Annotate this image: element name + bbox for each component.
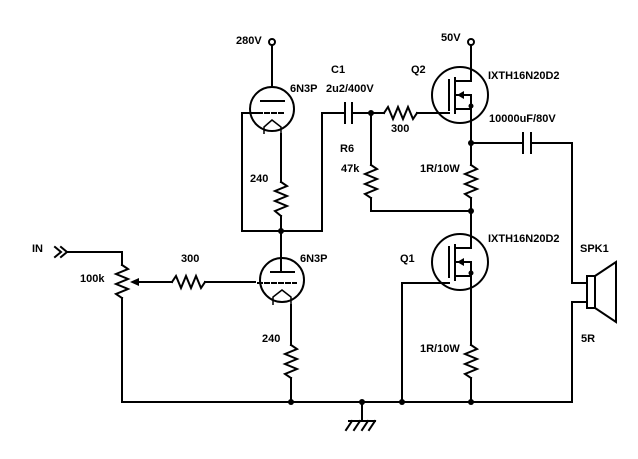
label-r1-lower: 1R/10W xyxy=(420,343,460,355)
r6-resistor xyxy=(362,163,380,200)
upper-triode-tube xyxy=(249,86,295,134)
label-r240-lower: 240 xyxy=(262,333,280,345)
label-r1-upper: 1R/10W xyxy=(420,163,460,175)
r1-lower-resistor xyxy=(462,343,480,380)
label-cap-out: 10000uF/80V xyxy=(489,113,556,125)
supply-50v-terminal xyxy=(467,38,475,73)
label-tube-lower: 6N3P xyxy=(300,253,328,265)
label-280v: 280V xyxy=(236,35,262,47)
label-r300-top: 300 xyxy=(391,123,409,135)
r300-gate-resistor xyxy=(382,104,419,122)
r240-lower-resistor xyxy=(282,343,300,380)
label-q2-part: IXTH16N20D2 xyxy=(488,70,560,82)
label-c1-ref: C1 xyxy=(331,64,345,76)
label-q1-part: IXTH16N20D2 xyxy=(488,233,560,245)
label-r6-ref: R6 xyxy=(340,143,354,155)
label-r300-input: 300 xyxy=(181,253,199,265)
c1-capacitor xyxy=(338,102,385,124)
label-spk-ref: SPK1 xyxy=(580,243,609,255)
label-r240-upper: 240 xyxy=(250,173,268,185)
label-c1-value: 2u2/400V xyxy=(326,83,374,95)
supply-280v-terminal xyxy=(268,38,276,88)
input-connector xyxy=(53,245,123,259)
label-r6-value: 47k xyxy=(341,163,360,175)
q1-mosfet xyxy=(401,233,489,403)
label-q1-ref: Q1 xyxy=(400,253,415,265)
r300-input-resistor xyxy=(170,273,207,291)
ground-symbol xyxy=(344,401,377,432)
r240-upper-resistor xyxy=(272,180,290,218)
label-tube-upper: 6N3P xyxy=(290,83,318,95)
label-input: IN xyxy=(32,243,43,255)
r1-upper-resistor xyxy=(462,163,480,200)
volume-potentiometer-100k xyxy=(113,251,173,403)
label-pot: 100k xyxy=(80,273,105,285)
label-50v: 50V xyxy=(441,32,461,44)
speaker-spk1 xyxy=(571,260,617,403)
label-q2-ref: Q2 xyxy=(411,64,426,76)
label-spk-value: 5R xyxy=(581,333,595,345)
q2-mosfet xyxy=(431,66,489,124)
output-capacitor xyxy=(470,132,588,284)
